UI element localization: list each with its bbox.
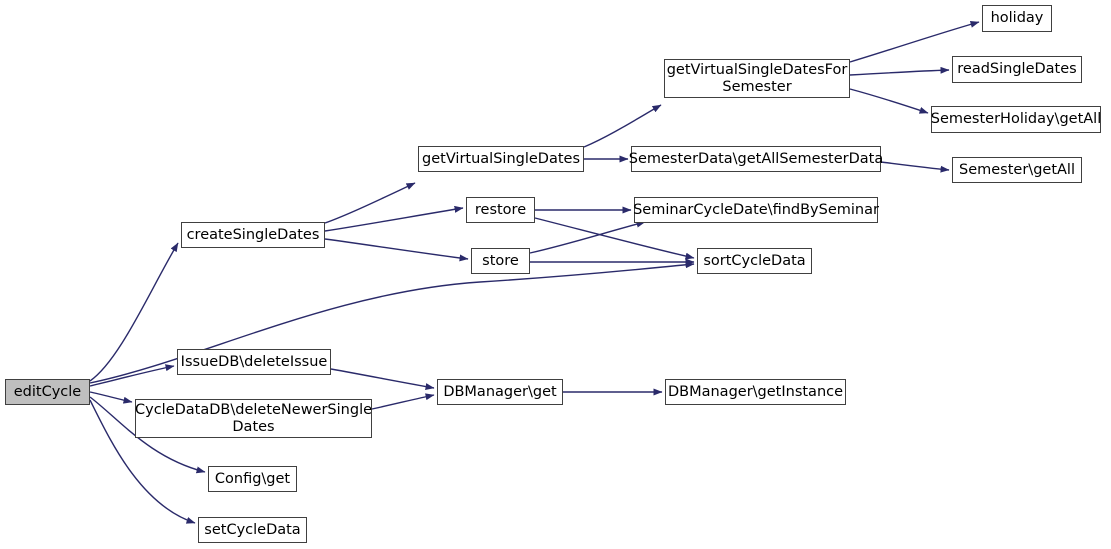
graph-node-DBManagerGetInstance[interactable]: DBManager\getInstance [665,379,846,405]
graph-node-ConfigGet[interactable]: Config\get [208,466,297,492]
graph-edge [324,238,469,262]
graph-node-SeminarCycleDateFindBySeminar[interactable]: SeminarCycleDate\findBySeminar [633,197,879,223]
graph-node-readSingleDates[interactable]: readSingleDates [952,56,1082,83]
graph-node-CycleDataDBDeleteNewerSingleDates[interactable]: CycleDataDB\deleteNewerSingle Dates [135,399,372,438]
graph-edge [849,88,929,114]
graph-node-restore[interactable]: restore [466,197,535,223]
graph-node-createSingleDates[interactable]: createSingleDates [181,222,325,248]
graph-edge [89,391,133,404]
graph-edge [534,217,695,260]
graph-edge [371,393,435,410]
graph-edge [89,364,175,387]
graph-node-SemesterGetAll[interactable]: Semester\getAll [952,157,1082,183]
graph-edge [583,104,662,148]
graph-edge [330,368,435,391]
graph-node-DBManagerGet[interactable]: DBManager\get [437,379,563,405]
graph-edge [849,66,950,76]
graph-edge [324,182,416,224]
graph-node-IssueDBDeleteIssue[interactable]: IssueDB\deleteIssue [177,349,331,375]
graph-edge [880,161,950,173]
graph-node-getVirtualSingleDatesForSemester[interactable]: getVirtualSingleDatesFor Semester [664,59,850,98]
graph-node-setCycleData[interactable]: setCycleData [198,517,307,543]
graph-edge [324,205,464,232]
graph-node-sortCycleData[interactable]: sortCycleData [697,248,812,274]
graph-edge [89,242,179,382]
graph-edge [529,220,646,254]
graph-node-editCycle[interactable]: editCycle [5,379,90,405]
graph-node-SemesterDataGetAllSemesterData[interactable]: SemesterData\getAllSemesterData [629,146,883,172]
graph-node-store[interactable]: store [471,248,530,274]
graph-node-getVirtualSingleDates[interactable]: getVirtualSingleDates [418,146,584,172]
graph-node-SemesterHolidayGetAll[interactable]: SemesterHoliday\getAll [931,106,1101,133]
graph-node-holiday[interactable]: holiday [982,5,1052,32]
